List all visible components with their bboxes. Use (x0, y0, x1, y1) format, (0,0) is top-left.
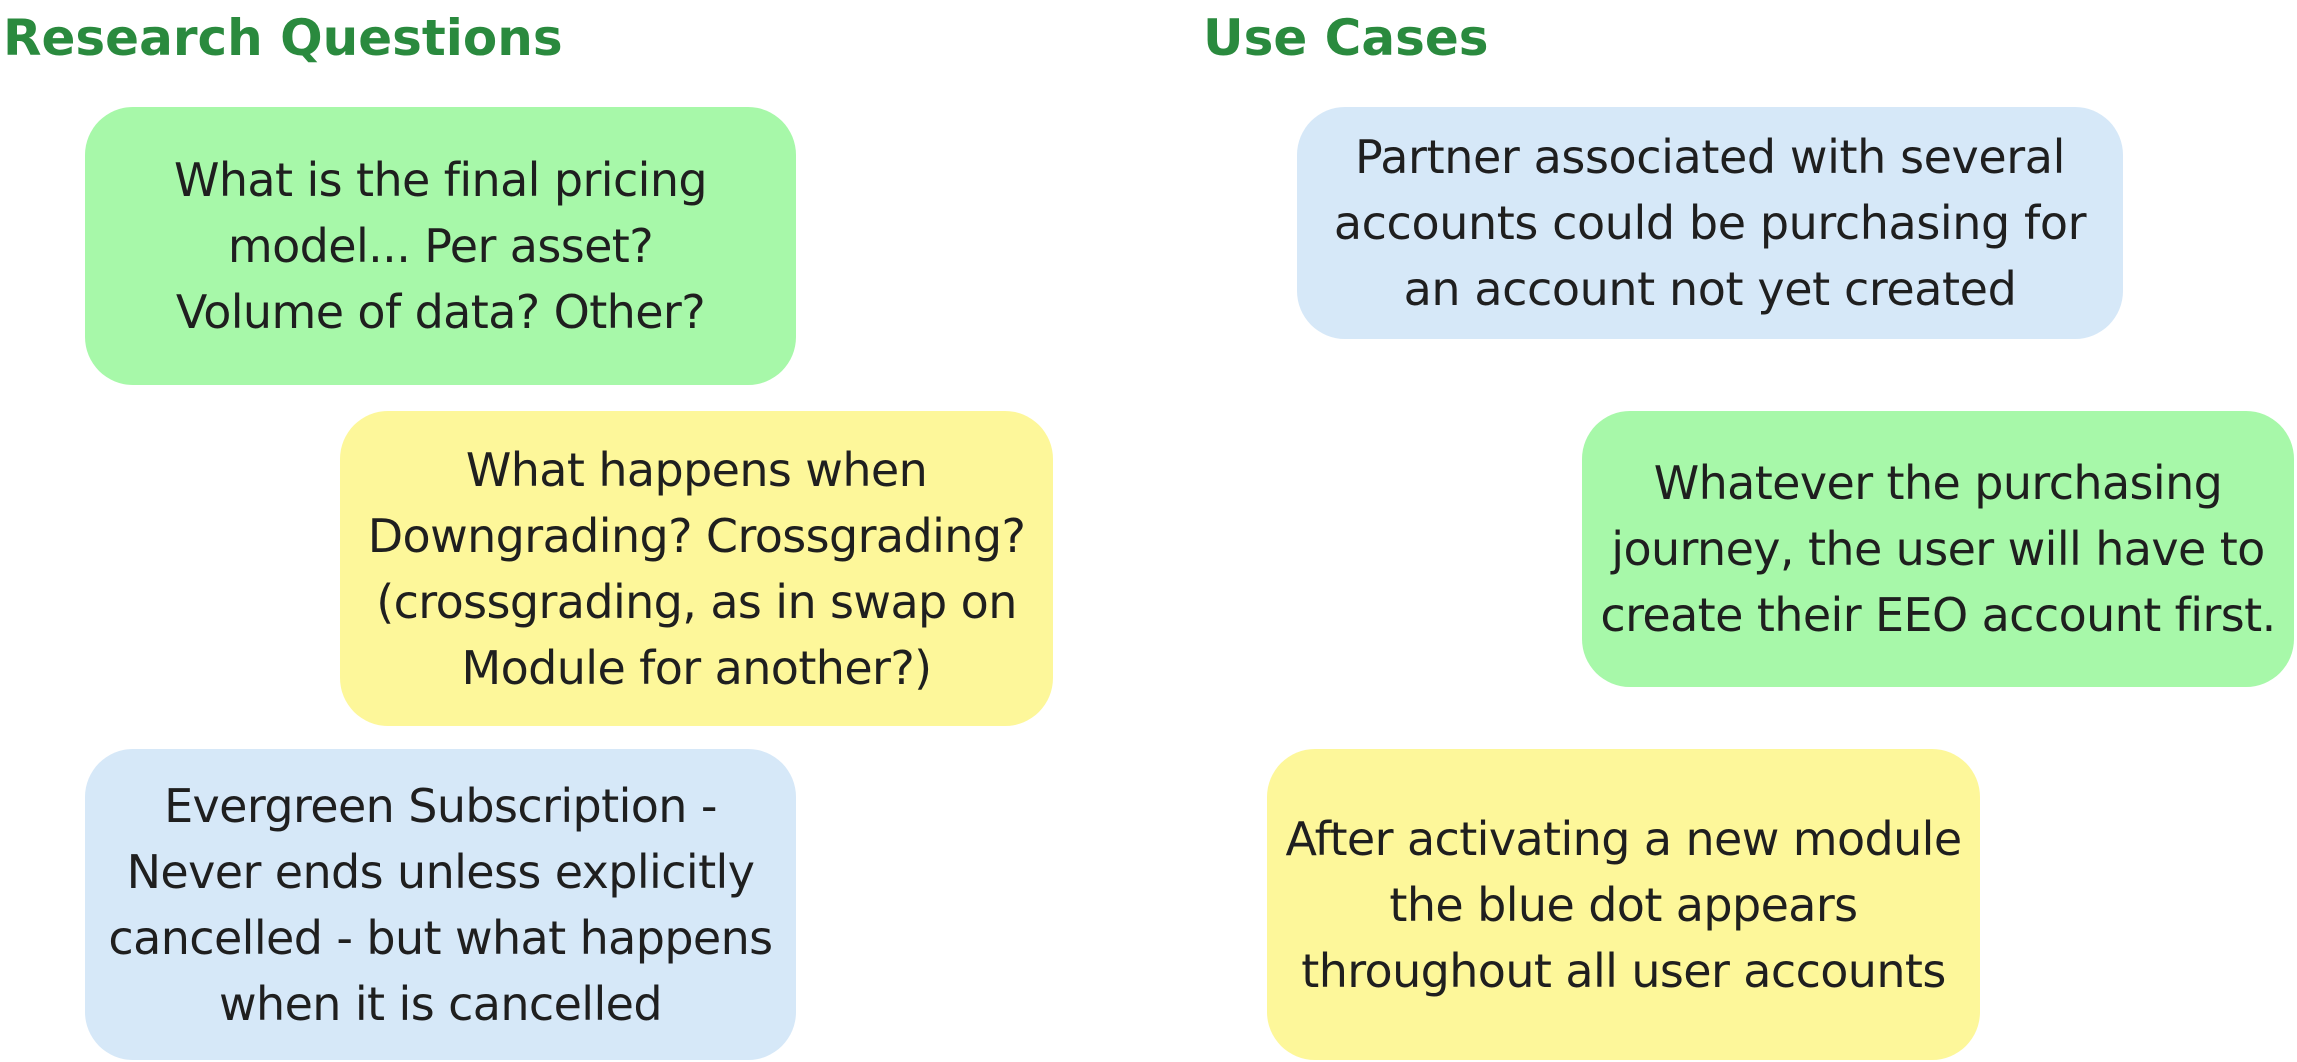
note-line: Partner associated with several (1355, 130, 2065, 184)
note-line: After activating a new module (1285, 811, 1962, 866)
note-line: Module for another?) (461, 640, 932, 695)
note-line: an account not yet created (1403, 262, 2017, 316)
sticky-note-partner-accounts[interactable]: Partner associated with several accounts… (1297, 107, 2123, 339)
sticky-note-evergreen-subscription[interactable]: Evergreen Subscription - Never ends unle… (85, 749, 796, 1060)
note-text: Partner associated with several accounts… (1333, 124, 2087, 322)
note-text: After activating a new module the blue d… (1285, 806, 1962, 1004)
note-text: What happens when Downgrading? Crossgrad… (368, 437, 1026, 701)
note-line: create their EEO account first. (1600, 588, 2276, 642)
research-questions-title: Research Questions (3, 9, 563, 67)
note-line: Never ends unless explicitly (126, 844, 755, 899)
note-line: journey, the user will have to (1611, 522, 2265, 576)
note-line: accounts could be purchasing for (1333, 196, 2087, 250)
note-text: Evergreen Subscription - Never ends unle… (108, 773, 773, 1037)
note-line: Downgrading? Crossgrading? (367, 508, 1026, 563)
note-line: Evergreen Subscription - (164, 778, 717, 833)
note-line: What is the final pricing (173, 153, 708, 207)
sticky-note-pricing-model[interactable]: What is the final pricing model... Per a… (85, 107, 796, 385)
note-line: the blue dot appears (1389, 877, 1858, 932)
sticky-note-downgrading[interactable]: What happens when Downgrading? Crossgrad… (340, 411, 1053, 726)
note-line: cancelled - but what happens (108, 910, 773, 965)
note-line: when it is cancelled (219, 976, 663, 1031)
note-text: What is the final pricing model... Per a… (173, 147, 708, 345)
note-line: model... Per asset? (227, 219, 654, 273)
use-cases-title: Use Cases (1203, 9, 1489, 67)
note-line: throughout all user accounts (1301, 943, 1946, 998)
note-line: Whatever the purchasing (1653, 456, 2223, 510)
sticky-note-blue-dot[interactable]: After activating a new module the blue d… (1267, 749, 1980, 1060)
note-line: (crossgrading, as in swap on (376, 574, 1017, 629)
note-text: Whatever the purchasing journey, the use… (1600, 450, 2276, 648)
note-line: Volume of data? Other? (175, 285, 706, 339)
sticky-note-purchasing-journey[interactable]: Whatever the purchasing journey, the use… (1582, 411, 2294, 687)
note-line: What happens when (465, 442, 928, 497)
